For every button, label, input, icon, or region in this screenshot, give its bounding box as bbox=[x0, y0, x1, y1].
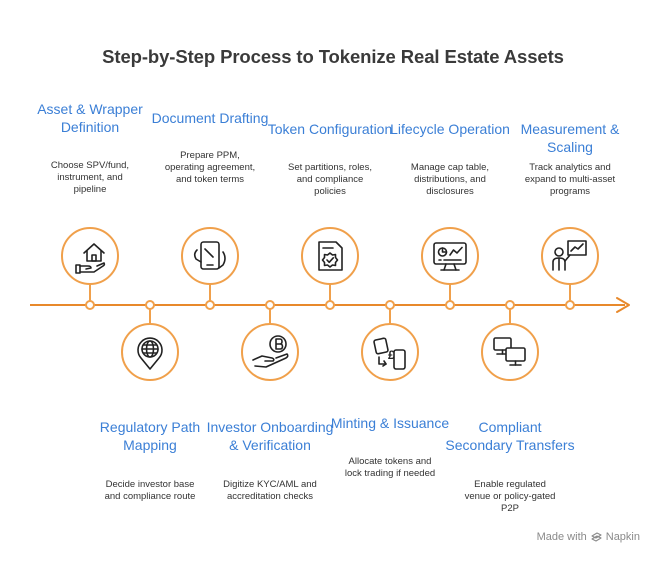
step-5-node bbox=[301, 227, 359, 310]
step-1-node bbox=[61, 227, 119, 310]
svg-text:£: £ bbox=[388, 348, 395, 362]
step-5-title: Token Configuration bbox=[267, 121, 393, 137]
step-2-desc: Decide investor base and compliance rout… bbox=[104, 479, 196, 502]
made-with-label: Made with bbox=[536, 531, 587, 543]
globe-pin-icon bbox=[137, 337, 163, 370]
step-4-title: Investor Onboarding & Verification bbox=[206, 419, 334, 453]
step-8-node bbox=[481, 300, 539, 381]
step-9-node bbox=[541, 227, 599, 310]
step-4-desc: Digitize KYC/AML and accreditation check… bbox=[223, 479, 317, 502]
step-6-title: Minting & Issuance bbox=[330, 415, 450, 431]
step-1-desc: Choose SPV/fund, instrument, and pipelin… bbox=[50, 160, 130, 195]
presenter-chart-icon bbox=[552, 240, 587, 271]
page-title: Step-by-Step Process to Tokenize Real Es… bbox=[102, 46, 564, 67]
napkin-logo-icon bbox=[591, 531, 602, 542]
step-9-title: Measurement & Scaling bbox=[520, 121, 620, 155]
napkin-brand: Napkin bbox=[605, 531, 640, 543]
step-2-title: Regulatory Path Mapping bbox=[99, 419, 201, 453]
step-1-title: Asset & Wrapper Definition bbox=[37, 101, 143, 135]
step-6-node: £ bbox=[361, 300, 419, 381]
step-7-node bbox=[421, 227, 479, 310]
step-6-desc: Allocate tokens and lock trading if need… bbox=[344, 456, 436, 479]
timeline-arrowhead bbox=[616, 297, 630, 313]
step-9-desc: Track analytics and expand to multi-asse… bbox=[524, 162, 616, 197]
two-computers-icon bbox=[493, 337, 526, 366]
made-with-footer: Made with Napkin bbox=[537, 531, 640, 543]
step-3-desc: Prepare PPM, operating agreement, and to… bbox=[164, 150, 256, 185]
step-8-desc: Enable regulated venue or policy-gated P… bbox=[464, 479, 556, 514]
dashboard-monitor-icon bbox=[433, 242, 467, 271]
certificate-icon bbox=[318, 241, 343, 271]
currency-exchange-icon: £ bbox=[373, 337, 406, 370]
tablet-hand-icon bbox=[193, 241, 226, 270]
step-8-title: Compliant Secondary Transfers bbox=[445, 419, 575, 453]
step-3-title: Document Drafting bbox=[151, 110, 269, 126]
step-7-title: Lifecycle Operation bbox=[390, 121, 510, 137]
step-7-desc: Manage cap table, distributions, and dis… bbox=[410, 162, 490, 197]
step-2-node bbox=[121, 300, 179, 381]
step-5-desc: Set partitions, roles, and compliance po… bbox=[288, 162, 372, 197]
step-3-node bbox=[181, 227, 239, 310]
step-4-node bbox=[241, 300, 299, 381]
house-hand-icon bbox=[75, 243, 106, 274]
coin-hand-icon bbox=[252, 335, 289, 368]
